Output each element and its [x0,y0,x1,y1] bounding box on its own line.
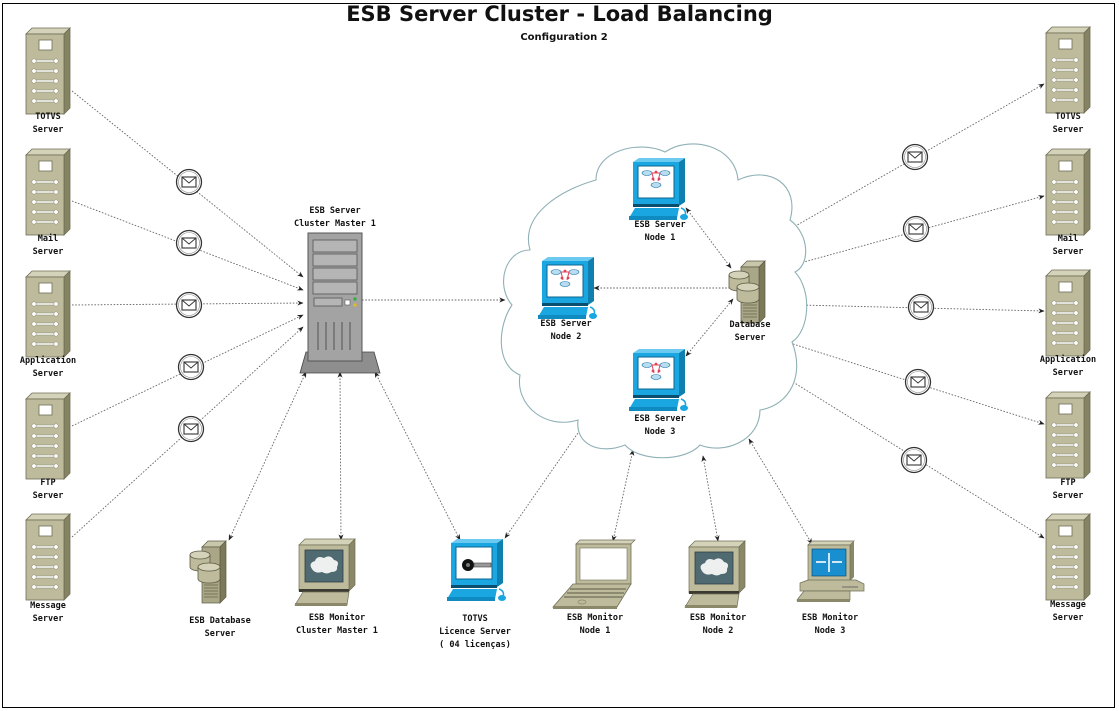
rack-server-icon [1045,26,1091,114]
database-server-icon [189,540,227,604]
rack-server-icon [25,27,71,115]
rack-server-icon [1045,391,1091,479]
envelope-icon [175,168,203,196]
rack-server-icon [1045,269,1091,357]
rack-server-icon [1045,148,1091,236]
envelope-icon [177,353,205,381]
monitor-icon [684,540,746,609]
router-icon [816,553,842,572]
diagram-frame [2,3,1115,708]
rack-server-icon [25,270,71,358]
diagram-subtitle: Configuration 2 [520,32,608,43]
right-message-icons [900,143,935,474]
monitor-icon [294,538,356,607]
envelope-icon [902,215,930,243]
envelope-icon [175,291,203,319]
envelope-icon [177,415,205,443]
envelope-icon [904,368,932,396]
rack-server-icon [25,513,71,601]
envelope-icon [175,229,203,257]
cluster-internal-links [593,207,734,357]
envelope-icon [900,446,928,474]
rack-server-icon [1045,513,1091,601]
diagram-title: ESB Server Cluster - Load Balancing [346,2,773,26]
rack-server-icon [25,148,71,236]
cluster-bottom-links [504,419,813,545]
key-icon [462,559,492,571]
left-message-icons [175,168,205,443]
router-workstation-icon [796,540,865,602]
rack-server-icon [25,392,71,480]
tower-server-icon [299,232,381,374]
envelope-icon [907,293,935,321]
workstation-icon [446,538,507,602]
master-bottom-links [228,371,461,541]
envelope-icon [901,143,929,171]
laptop-icon [552,539,636,609]
licence-server-workstation [446,538,507,602]
